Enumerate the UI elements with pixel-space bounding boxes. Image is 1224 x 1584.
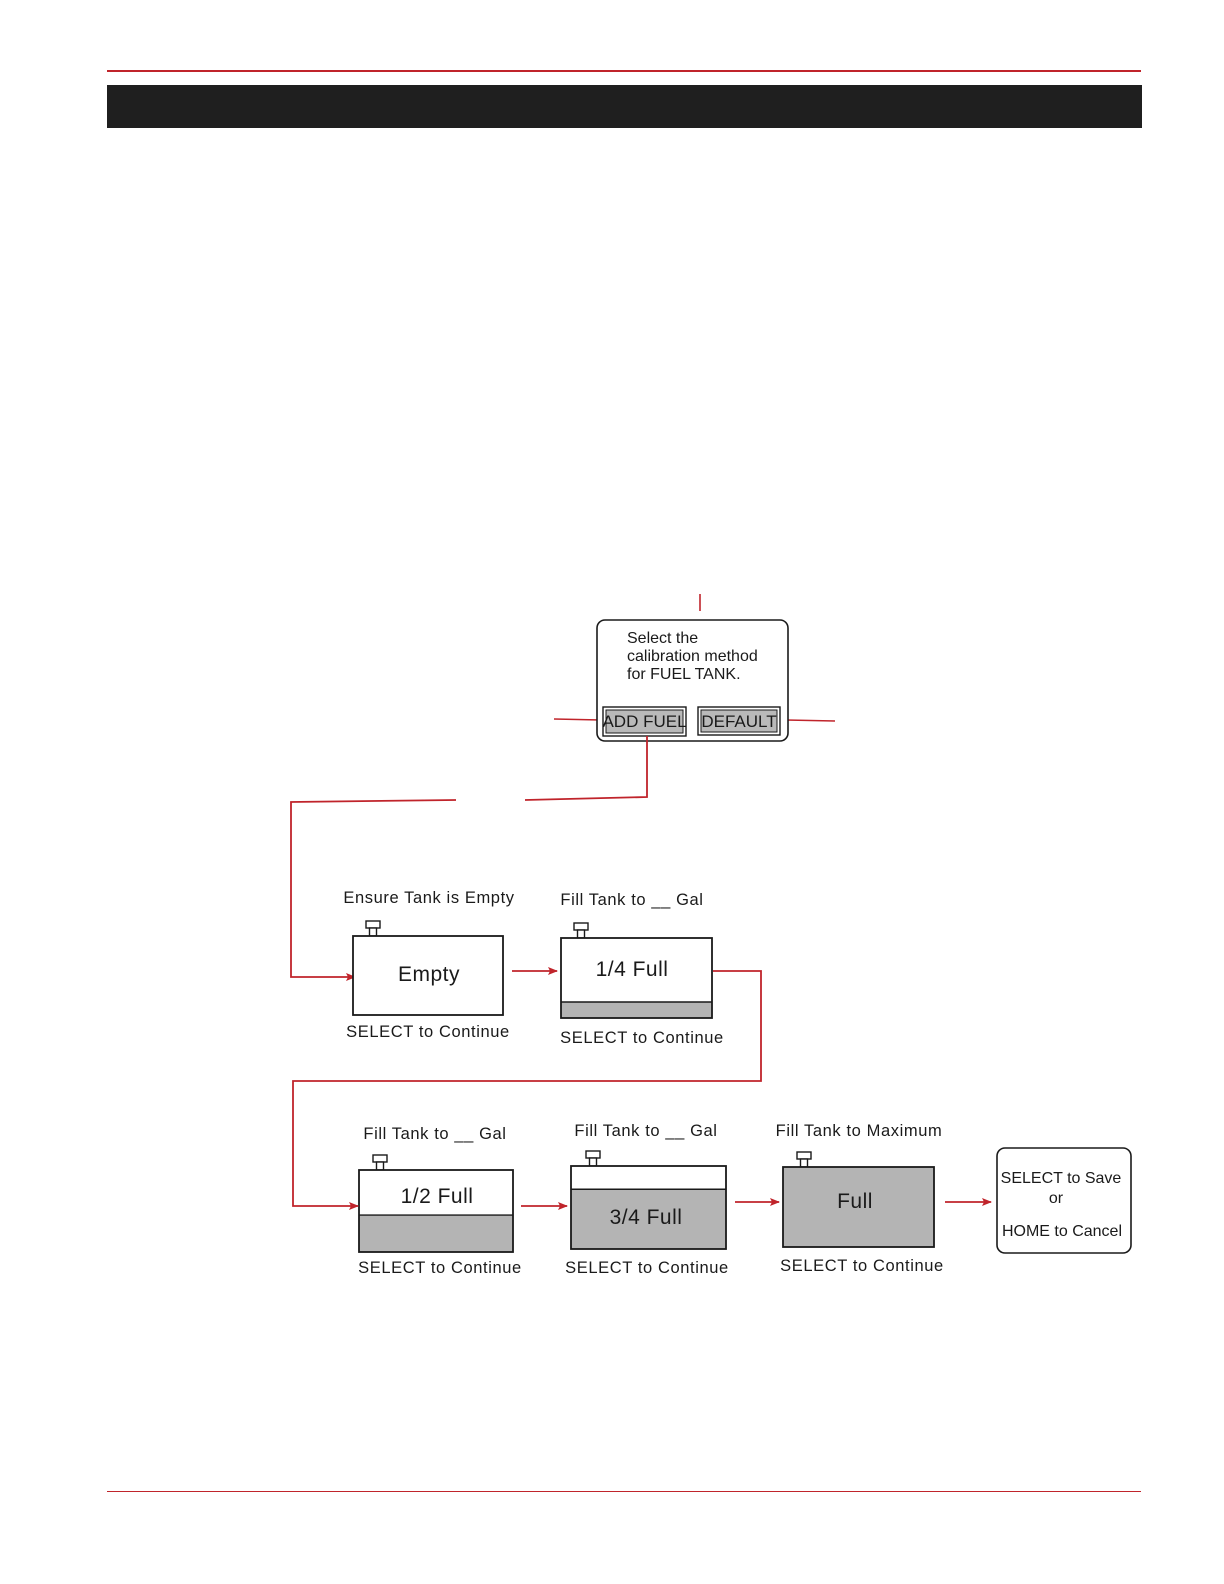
tank-neck-icon [375,1161,385,1171]
or-line: or [1049,1190,1064,1207]
default-button-label: DEFAULT [701,712,776,731]
cancel-line: HOME to Cancel [1002,1223,1122,1240]
step-continue-prompt: SELECT to Continue [780,1257,944,1275]
callout-line-add-fuel [553,718,602,721]
bottom-rule [107,1491,1141,1492]
tank-outline [560,937,713,1019]
tank-level-label: Empty [398,963,460,986]
step-instruction: Fill Tank to __ Gal [363,1125,506,1143]
tank-outline [782,1166,935,1248]
tank-cap-icon [796,1151,812,1160]
step-instruction: Ensure Tank is Empty [343,889,514,907]
tank-cap-icon [573,922,589,931]
fuel-level [561,1002,712,1018]
dialog-text-line2: calibration method [627,648,758,665]
tank-neck-icon [368,927,378,937]
tank-level-label: Full [837,1190,873,1213]
add-fuel-button-label: ADD FUEL [602,712,686,731]
step-continue-prompt: SELECT to Continue [565,1259,729,1277]
step-instruction: Fill Tank to __ Gal [574,1122,717,1140]
dialog-text-line1: Select the [627,630,698,647]
step-continue-prompt: SELECT to Continue [346,1023,510,1041]
tank-cap-icon [585,1150,601,1159]
tank-outline [570,1165,727,1250]
header-band [107,85,1142,128]
dialog-text-line3: for FUEL TANK. [627,666,741,683]
calibration-dialog: Select the calibration method for FUEL T… [596,619,789,742]
fuel-level [359,1215,513,1252]
connector-quarter-to-half [292,970,762,1210]
tank-level-label: 1/4 Full [596,958,669,981]
tank-cap-icon [365,920,381,929]
tank-body [353,936,503,1015]
step-continue-prompt: SELECT to Continue [358,1259,522,1277]
default-button[interactable]: DEFAULT [697,706,781,736]
default-button-face [700,709,778,733]
tank-outline [352,935,504,1016]
tank-neck-icon [588,1157,598,1167]
callout-line-default [785,719,836,722]
fuel-level [783,1167,934,1247]
tank-level-label: 3/4 Full [610,1206,683,1229]
tank-neck-icon [576,929,586,939]
save-cancel-box: SELECT to Save or HOME to Cancel [996,1147,1132,1254]
add-fuel-button[interactable]: ADD FUEL [602,706,687,737]
tank-outline [358,1169,514,1253]
connector-add-fuel-upper [524,736,648,801]
connector-add-fuel-lower [290,799,457,981]
step-instruction: Fill Tank to Maximum [776,1122,943,1140]
step-continue-prompt: SELECT to Continue [560,1029,724,1047]
top-rule [107,70,1141,72]
tank-neck-icon [799,1158,809,1168]
step-instruction: Fill Tank to __ Gal [560,891,703,909]
tank-cap-icon [372,1154,388,1163]
add-fuel-button-face [605,709,684,734]
tank-level-label: 1/2 Full [401,1185,474,1208]
save-cancel-frame [996,1147,1132,1254]
fuel-level [571,1189,726,1249]
save-line: SELECT to Save [1001,1170,1122,1187]
